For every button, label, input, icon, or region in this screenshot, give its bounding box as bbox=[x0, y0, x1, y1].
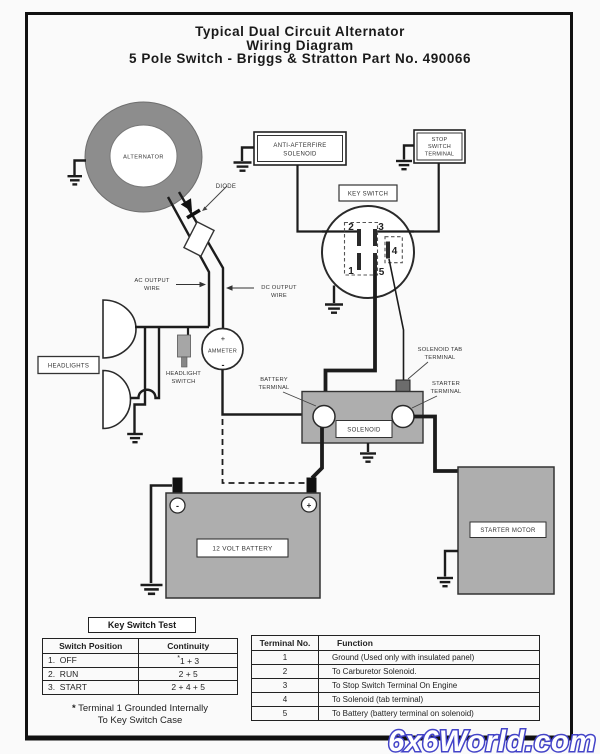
svg-text:AMMETER: AMMETER bbox=[208, 349, 237, 355]
svg-text:SOLENOID: SOLENOID bbox=[347, 428, 381, 434]
svg-text:1: 1 bbox=[348, 266, 354, 277]
svg-text:WIRE: WIRE bbox=[144, 286, 160, 292]
svg-text:12 VOLT BATTERY: 12 VOLT BATTERY bbox=[212, 546, 273, 553]
svg-text:SWITCH: SWITCH bbox=[171, 379, 195, 385]
svg-text:4: 4 bbox=[392, 246, 398, 257]
svg-text:TERMINAL: TERMINAL bbox=[431, 389, 462, 395]
svg-text:+: + bbox=[221, 334, 226, 343]
svg-text:ALTERNATOR: ALTERNATOR bbox=[123, 155, 164, 161]
svg-text:SOLENOID: SOLENOID bbox=[283, 152, 317, 158]
svg-text:TERMINAL: TERMINAL bbox=[259, 385, 290, 391]
svg-text:-: - bbox=[176, 501, 179, 511]
svg-text:STOP: STOP bbox=[432, 137, 448, 143]
svg-text:6x6World.com: 6x6World.com bbox=[388, 725, 596, 754]
svg-text:DC OUTPUT: DC OUTPUT bbox=[261, 285, 297, 291]
svg-text:AC OUTPUT: AC OUTPUT bbox=[134, 278, 170, 284]
svg-text:HEADLIGHTS: HEADLIGHTS bbox=[48, 364, 89, 370]
svg-text:3: 3 bbox=[378, 222, 384, 233]
svg-text:2: 2 bbox=[348, 222, 354, 233]
svg-text:STARTER: STARTER bbox=[432, 381, 460, 387]
svg-text:SWITCH: SWITCH bbox=[428, 144, 451, 150]
svg-text:TERMINAL: TERMINAL bbox=[425, 152, 454, 158]
svg-text:-: - bbox=[222, 360, 225, 370]
svg-text:SOLENOID TAB: SOLENOID TAB bbox=[418, 347, 463, 353]
svg-text:KEY SWITCH: KEY SWITCH bbox=[348, 192, 388, 198]
svg-text:WIRE: WIRE bbox=[271, 293, 287, 299]
svg-text:TERMINAL: TERMINAL bbox=[425, 355, 456, 361]
svg-text:+: + bbox=[307, 501, 312, 510]
svg-text:ANTI-AFTERFIRE: ANTI-AFTERFIRE bbox=[273, 143, 326, 149]
svg-text:STARTER MOTOR: STARTER MOTOR bbox=[480, 528, 536, 534]
svg-text:5: 5 bbox=[379, 267, 385, 278]
svg-text:HEADLIGHT: HEADLIGHT bbox=[166, 371, 201, 377]
svg-text:BATTERY: BATTERY bbox=[260, 377, 288, 383]
